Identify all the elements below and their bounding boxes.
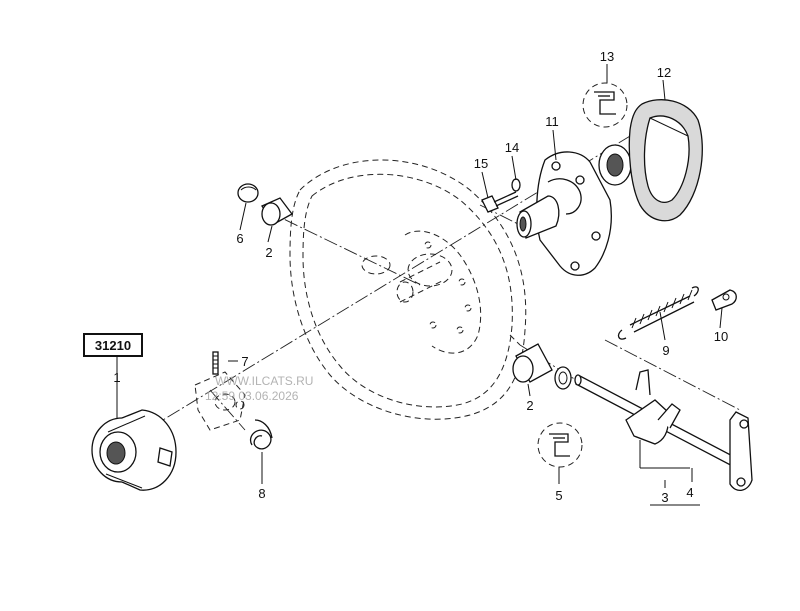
bolt <box>481 191 519 213</box>
bushing-upper <box>261 197 293 226</box>
release-fork-shaft <box>574 369 753 491</box>
callout-11: 11 <box>545 114 559 129</box>
bushing-lower <box>512 343 553 383</box>
guide-tube-flange <box>516 151 612 276</box>
callout-7: 7 <box>241 354 248 369</box>
callout-10: 10 <box>714 329 728 344</box>
callout-3: 3 <box>661 490 668 505</box>
callout-12: 12 <box>657 65 671 80</box>
watermark-line2: 12:59 03.06.2026 <box>205 389 299 403</box>
spring-bracket <box>711 289 737 311</box>
return-spring <box>617 286 699 340</box>
catalog-code-box: 31210 <box>83 333 143 357</box>
callout-5: 5 <box>555 488 562 503</box>
callout-8: 8 <box>258 486 265 501</box>
seal-detail-lower <box>537 422 583 468</box>
pin-assembly <box>194 351 246 431</box>
watermark: WWW.ILCATS.RU 12:59 03.06.2026 <box>205 374 313 403</box>
clutch-housing-outline <box>289 159 527 420</box>
leader-lines <box>116 64 723 506</box>
callout-4: 4 <box>686 485 693 500</box>
callout-1: 1 <box>113 370 120 385</box>
callout-14: 14 <box>505 140 519 155</box>
release-bearing <box>91 409 177 491</box>
snap-ring <box>554 366 572 390</box>
watermark-line1: WWW.ILCATS.RU <box>215 374 313 388</box>
seal-ring <box>598 144 632 186</box>
bushing-cap <box>237 183 259 203</box>
callout-2-lower: 2 <box>526 398 533 413</box>
callout-13: 13 <box>600 49 614 64</box>
callout-15: 15 <box>474 156 488 171</box>
catalog-code: 31210 <box>95 338 131 353</box>
callout-9: 9 <box>662 343 669 358</box>
callout-6: 6 <box>236 231 243 246</box>
callout-labels: 1 2 2 3 4 5 6 7 8 9 10 11 12 13 14 15 <box>113 49 728 505</box>
washer <box>511 178 521 192</box>
seal-detail-upper <box>582 82 628 128</box>
spring-clip <box>249 419 273 450</box>
callout-2-upper: 2 <box>265 245 272 260</box>
gasket <box>628 99 703 222</box>
